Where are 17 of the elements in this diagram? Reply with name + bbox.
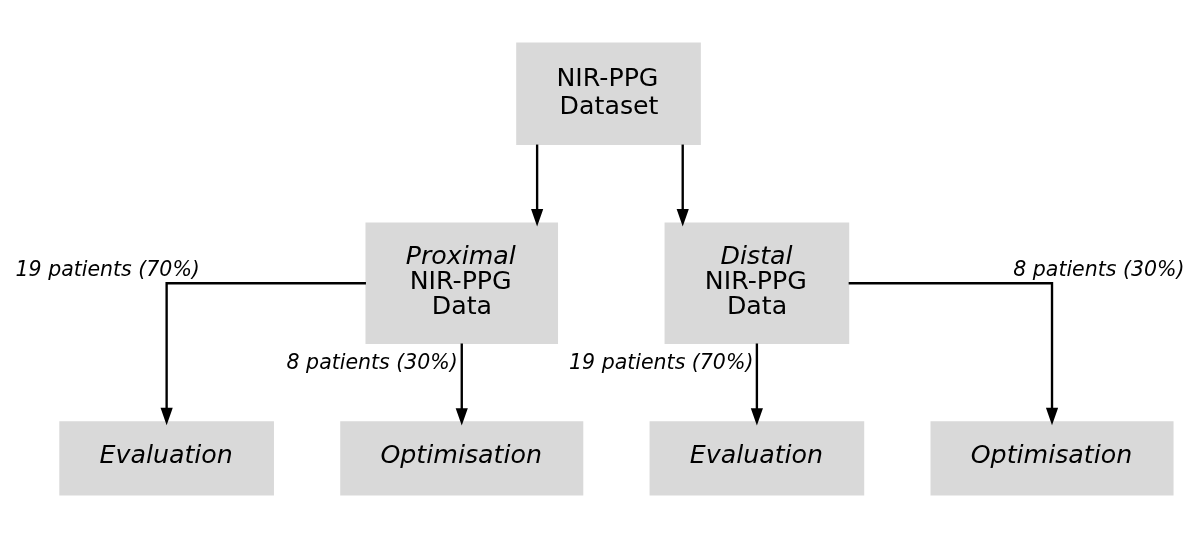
node-box: Optimisation	[340, 421, 584, 496]
arrow	[676, 144, 689, 227]
arrow	[160, 282, 366, 426]
node-box: Distal NIR-PPG Data	[664, 222, 850, 344]
edge-label: 8 patients (30%)	[286, 350, 458, 375]
arrow	[531, 144, 544, 227]
arrow	[848, 282, 1059, 426]
arrow	[455, 343, 468, 426]
arrow	[750, 343, 763, 426]
node-box: Evaluation	[59, 421, 274, 496]
edge-label: 8 patients (30%)	[1013, 256, 1185, 281]
node-box: NIR-PPG Dataset	[516, 42, 701, 146]
edge-label: 19 patients (70%)	[15, 256, 200, 281]
node-box: Proximal NIR-PPG Data	[365, 222, 559, 344]
node-box: Evaluation	[649, 421, 865, 496]
edge-label: 19 patients (70%)	[569, 350, 754, 375]
node-box: Optimisation	[930, 421, 1174, 496]
